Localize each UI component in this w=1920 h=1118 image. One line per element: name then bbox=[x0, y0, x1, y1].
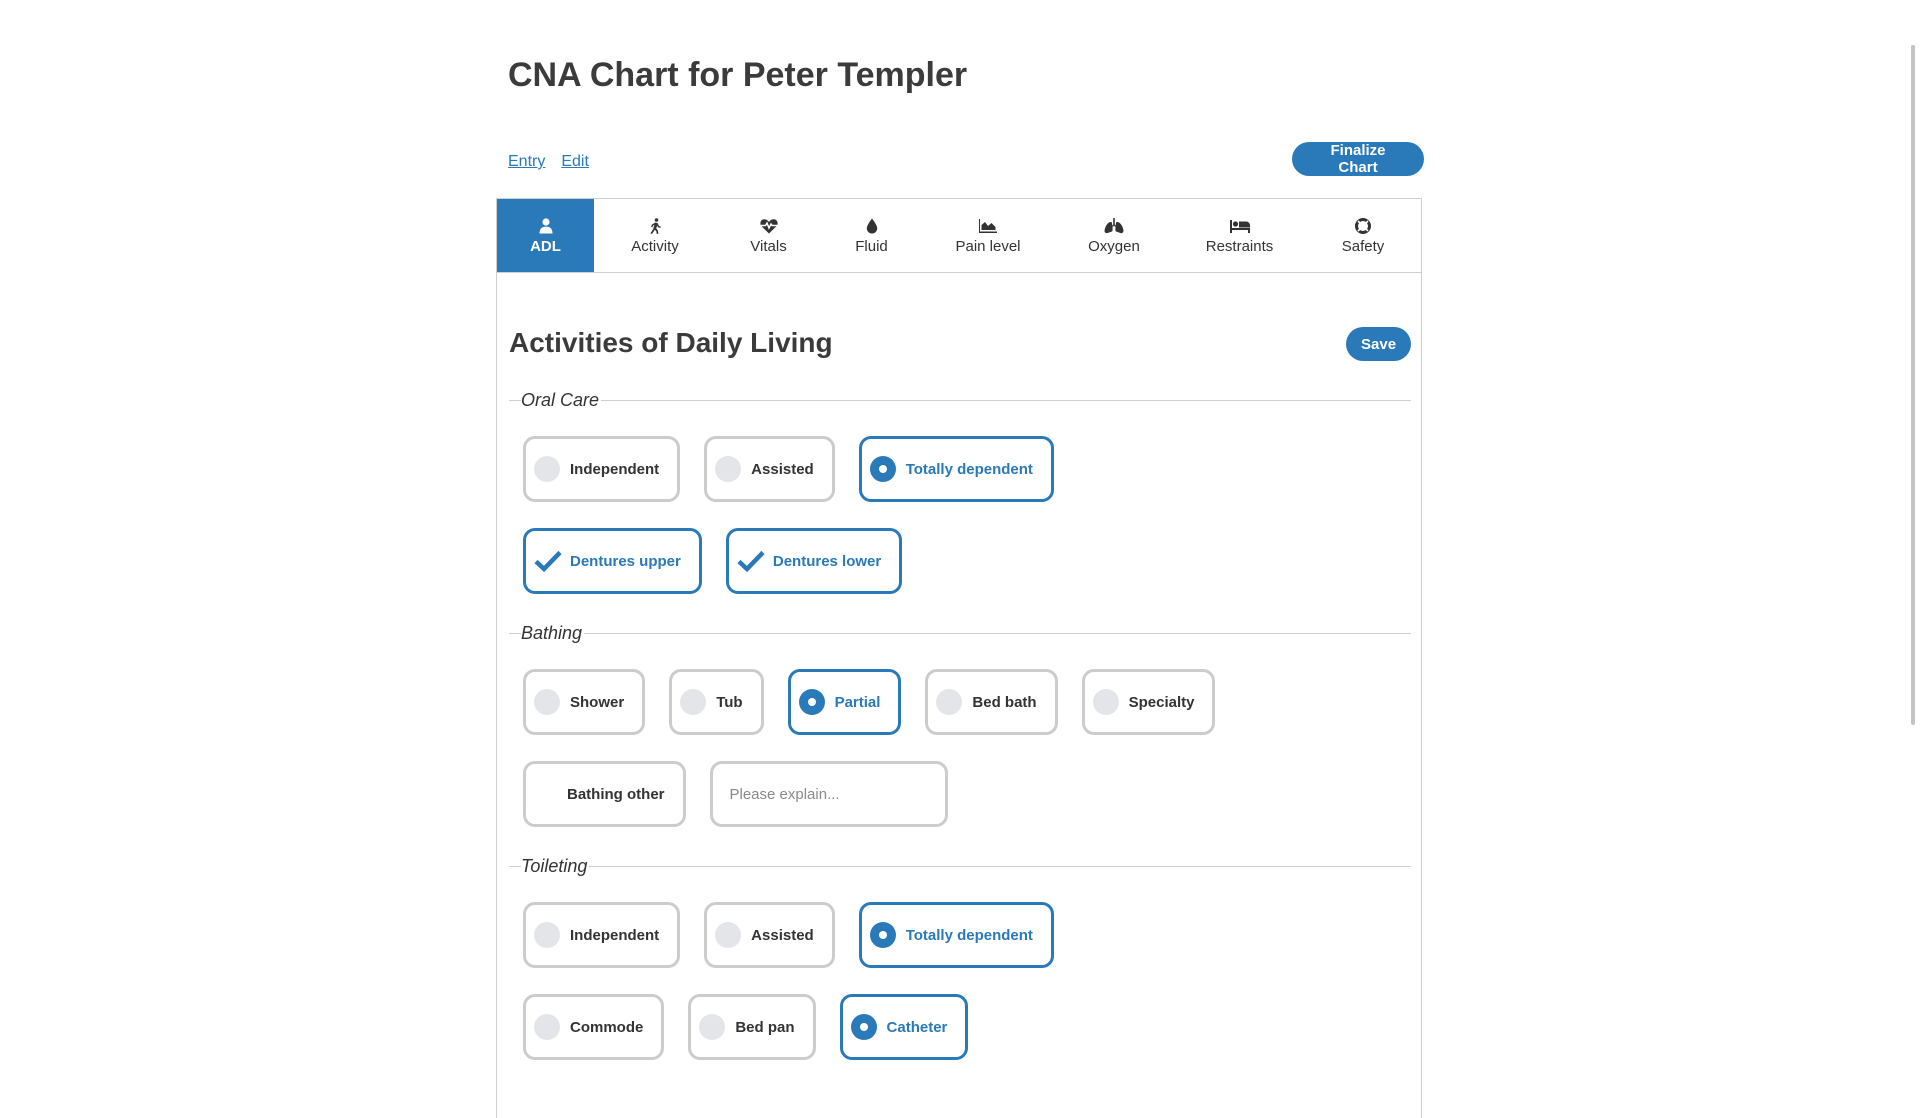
chart-card: ADL Activity Vitals Fluid bbox=[496, 198, 1422, 1118]
oral-care-options: Independent Assisted Totally dependent bbox=[523, 436, 1054, 502]
tab-safety[interactable]: Safety bbox=[1305, 199, 1421, 272]
radio-selected-icon bbox=[869, 922, 896, 948]
tab-label: ADL bbox=[530, 237, 561, 255]
option-label: Partial bbox=[834, 693, 881, 711]
bathing-specialty-option[interactable]: Specialty bbox=[1081, 669, 1216, 735]
option-label: Bed pan bbox=[735, 1018, 795, 1036]
option-label: Totally dependent bbox=[905, 926, 1033, 944]
bathing-other-checkbox[interactable]: Bathing other bbox=[523, 761, 686, 827]
tab-restraints[interactable]: Restraints bbox=[1174, 199, 1305, 272]
option-label: Assisted bbox=[751, 926, 814, 944]
radio-selected-icon bbox=[850, 1014, 877, 1040]
option-label: Tub bbox=[716, 693, 743, 711]
toileting-independent-option[interactable]: Independent bbox=[523, 902, 681, 968]
tab-oxygen[interactable]: Oxygen bbox=[1054, 199, 1174, 272]
life-ring-icon bbox=[1353, 217, 1373, 235]
section-title: Activities of Daily Living bbox=[509, 327, 833, 358]
entry-link[interactable]: Entry bbox=[508, 153, 546, 170]
radio-selected-icon bbox=[869, 456, 896, 482]
scrollbar-thumb[interactable] bbox=[1911, 45, 1915, 725]
walking-icon bbox=[645, 217, 665, 235]
droplet-icon bbox=[862, 217, 882, 235]
bed-icon bbox=[1229, 217, 1250, 235]
oral-care-totally-dependent-option[interactable]: Totally dependent bbox=[858, 436, 1054, 502]
radio-icon bbox=[936, 689, 963, 715]
option-label: Totally dependent bbox=[905, 460, 1033, 478]
checkmark-icon bbox=[737, 550, 765, 572]
toileting-device-options: Commode Bed pan Catheter bbox=[523, 994, 969, 1060]
option-label: Bed bath bbox=[972, 693, 1037, 711]
finalize-chart-button[interactable]: Finalize Chart bbox=[1292, 142, 1424, 176]
page-scrollbar[interactable] bbox=[1906, 0, 1920, 1080]
toileting-assisted-option[interactable]: Assisted bbox=[704, 902, 835, 968]
option-label: Independent bbox=[570, 926, 660, 944]
bathing-tub-option[interactable]: Tub bbox=[669, 669, 764, 735]
tab-activity[interactable]: Activity bbox=[594, 199, 716, 272]
toileting-options: Independent Assisted Totally dependent bbox=[523, 902, 1054, 968]
radio-icon bbox=[715, 456, 742, 482]
option-label: Specialty bbox=[1128, 693, 1195, 711]
lungs-icon bbox=[1104, 217, 1124, 235]
radio-icon bbox=[534, 456, 560, 482]
bathing-shower-option[interactable]: Shower bbox=[523, 669, 646, 735]
radio-icon bbox=[1092, 689, 1119, 715]
bathing-explain-input[interactable] bbox=[709, 761, 948, 827]
bathing-bed-bath-option[interactable]: Bed bath bbox=[925, 669, 1058, 735]
radio-icon bbox=[534, 689, 560, 715]
dentures-options: Dentures upper Dentures lower bbox=[523, 528, 903, 594]
tab-vitals[interactable]: Vitals bbox=[716, 199, 821, 272]
toileting-legend: Toileting bbox=[521, 856, 590, 877]
option-label: Dentures upper bbox=[570, 552, 681, 570]
save-button[interactable]: Save bbox=[1346, 327, 1412, 361]
radio-selected-icon bbox=[798, 689, 825, 715]
person-icon bbox=[536, 217, 556, 235]
option-label: Assisted bbox=[751, 460, 814, 478]
bathing-options: Shower Tub Partial Bed bath Specialty bbox=[523, 669, 1216, 735]
tab-label: Activity bbox=[631, 237, 679, 255]
tab-bar: ADL Activity Vitals Fluid bbox=[497, 199, 1421, 273]
tab-label: Restraints bbox=[1205, 237, 1274, 255]
option-label: Commode bbox=[570, 1018, 644, 1036]
option-label: Catheter bbox=[886, 1018, 948, 1036]
option-label: Bathing other bbox=[567, 785, 665, 803]
toileting-catheter-option[interactable]: Catheter bbox=[839, 994, 969, 1060]
tab-adl[interactable]: ADL bbox=[497, 199, 594, 272]
bathing-legend: Bathing bbox=[521, 623, 585, 644]
bathing-partial-option[interactable]: Partial bbox=[787, 669, 902, 735]
heartbeat-icon bbox=[759, 217, 779, 235]
dentures-lower-checkbox[interactable]: Dentures lower bbox=[725, 528, 903, 594]
divider bbox=[509, 400, 1411, 401]
radio-icon bbox=[699, 1014, 726, 1040]
tab-pain-level[interactable]: Pain level bbox=[922, 199, 1054, 272]
radio-icon bbox=[715, 922, 742, 948]
tab-label: Oxygen bbox=[1088, 237, 1140, 255]
toileting-commode-option[interactable]: Commode bbox=[523, 994, 665, 1060]
page-title: CNA Chart for Peter Templer bbox=[508, 56, 968, 94]
option-label: Shower bbox=[570, 693, 625, 711]
dentures-upper-checkbox[interactable]: Dentures upper bbox=[523, 528, 702, 594]
option-label: Independent bbox=[570, 460, 660, 478]
oral-care-independent-option[interactable]: Independent bbox=[523, 436, 681, 502]
divider bbox=[509, 633, 1411, 634]
radio-icon bbox=[680, 689, 707, 715]
toileting-bed-pan-option[interactable]: Bed pan bbox=[688, 994, 816, 1060]
tab-label: Fluid bbox=[855, 237, 888, 255]
tab-label: Safety bbox=[1341, 237, 1385, 255]
option-label: Dentures lower bbox=[772, 552, 882, 570]
area-chart-icon bbox=[978, 217, 998, 235]
radio-icon bbox=[534, 922, 560, 948]
edit-link[interactable]: Edit bbox=[561, 153, 589, 170]
radio-icon bbox=[534, 1014, 560, 1040]
oral-care-assisted-option[interactable]: Assisted bbox=[704, 436, 835, 502]
divider bbox=[509, 866, 1411, 867]
tab-label: Pain level bbox=[955, 237, 1021, 255]
tab-label: Vitals bbox=[750, 237, 787, 255]
chart-links: Entry Edit bbox=[508, 153, 605, 171]
checkmark-icon bbox=[534, 550, 562, 572]
oral-care-legend: Oral Care bbox=[521, 390, 602, 411]
bathing-other-row: Bathing other bbox=[523, 761, 948, 827]
toileting-totally-dependent-option[interactable]: Totally dependent bbox=[858, 902, 1054, 968]
tab-fluid[interactable]: Fluid bbox=[821, 199, 922, 272]
